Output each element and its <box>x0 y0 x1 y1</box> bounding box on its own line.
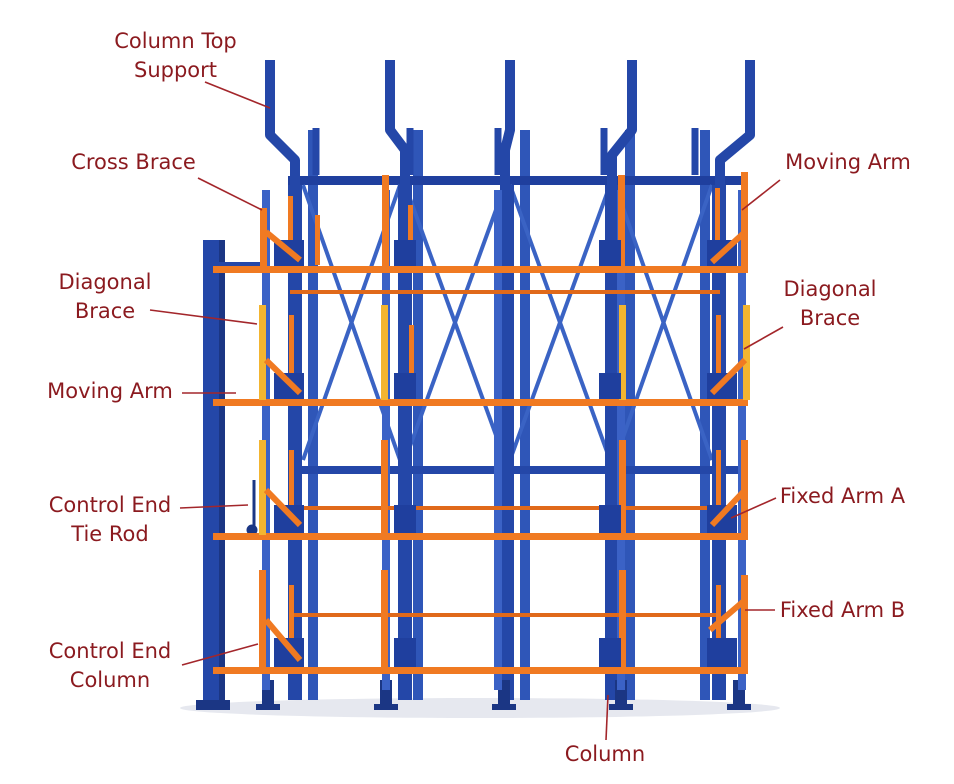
top-beam <box>288 176 743 185</box>
label-column-top-support: Column Top Support <box>88 27 263 85</box>
control-end-column <box>196 240 263 710</box>
label-control-end-tie-rod: Control End Tie Rod <box>30 491 190 549</box>
front-columns <box>288 185 726 700</box>
label-control-end-column: Control End Column <box>30 637 190 695</box>
leader-column-top-support <box>205 82 270 108</box>
label-moving-arm-right: Moving Arm <box>768 148 928 177</box>
control-end-tie-rod <box>248 480 256 534</box>
mid-beam <box>288 466 743 474</box>
label-fixed-arm-b: Fixed Arm B <box>770 596 915 625</box>
label-diagonal-brace-right: Diagonal Brace <box>770 275 890 333</box>
label-diagonal-brace-left: Diagonal Brace <box>50 268 160 326</box>
label-column: Column <box>550 740 660 769</box>
label-cross-brace: Cross Brace <box>56 148 211 177</box>
label-fixed-arm-a: Fixed Arm A <box>770 482 915 511</box>
leader-cross-brace <box>198 178 262 210</box>
label-moving-arm-left: Moving Arm <box>30 377 190 406</box>
